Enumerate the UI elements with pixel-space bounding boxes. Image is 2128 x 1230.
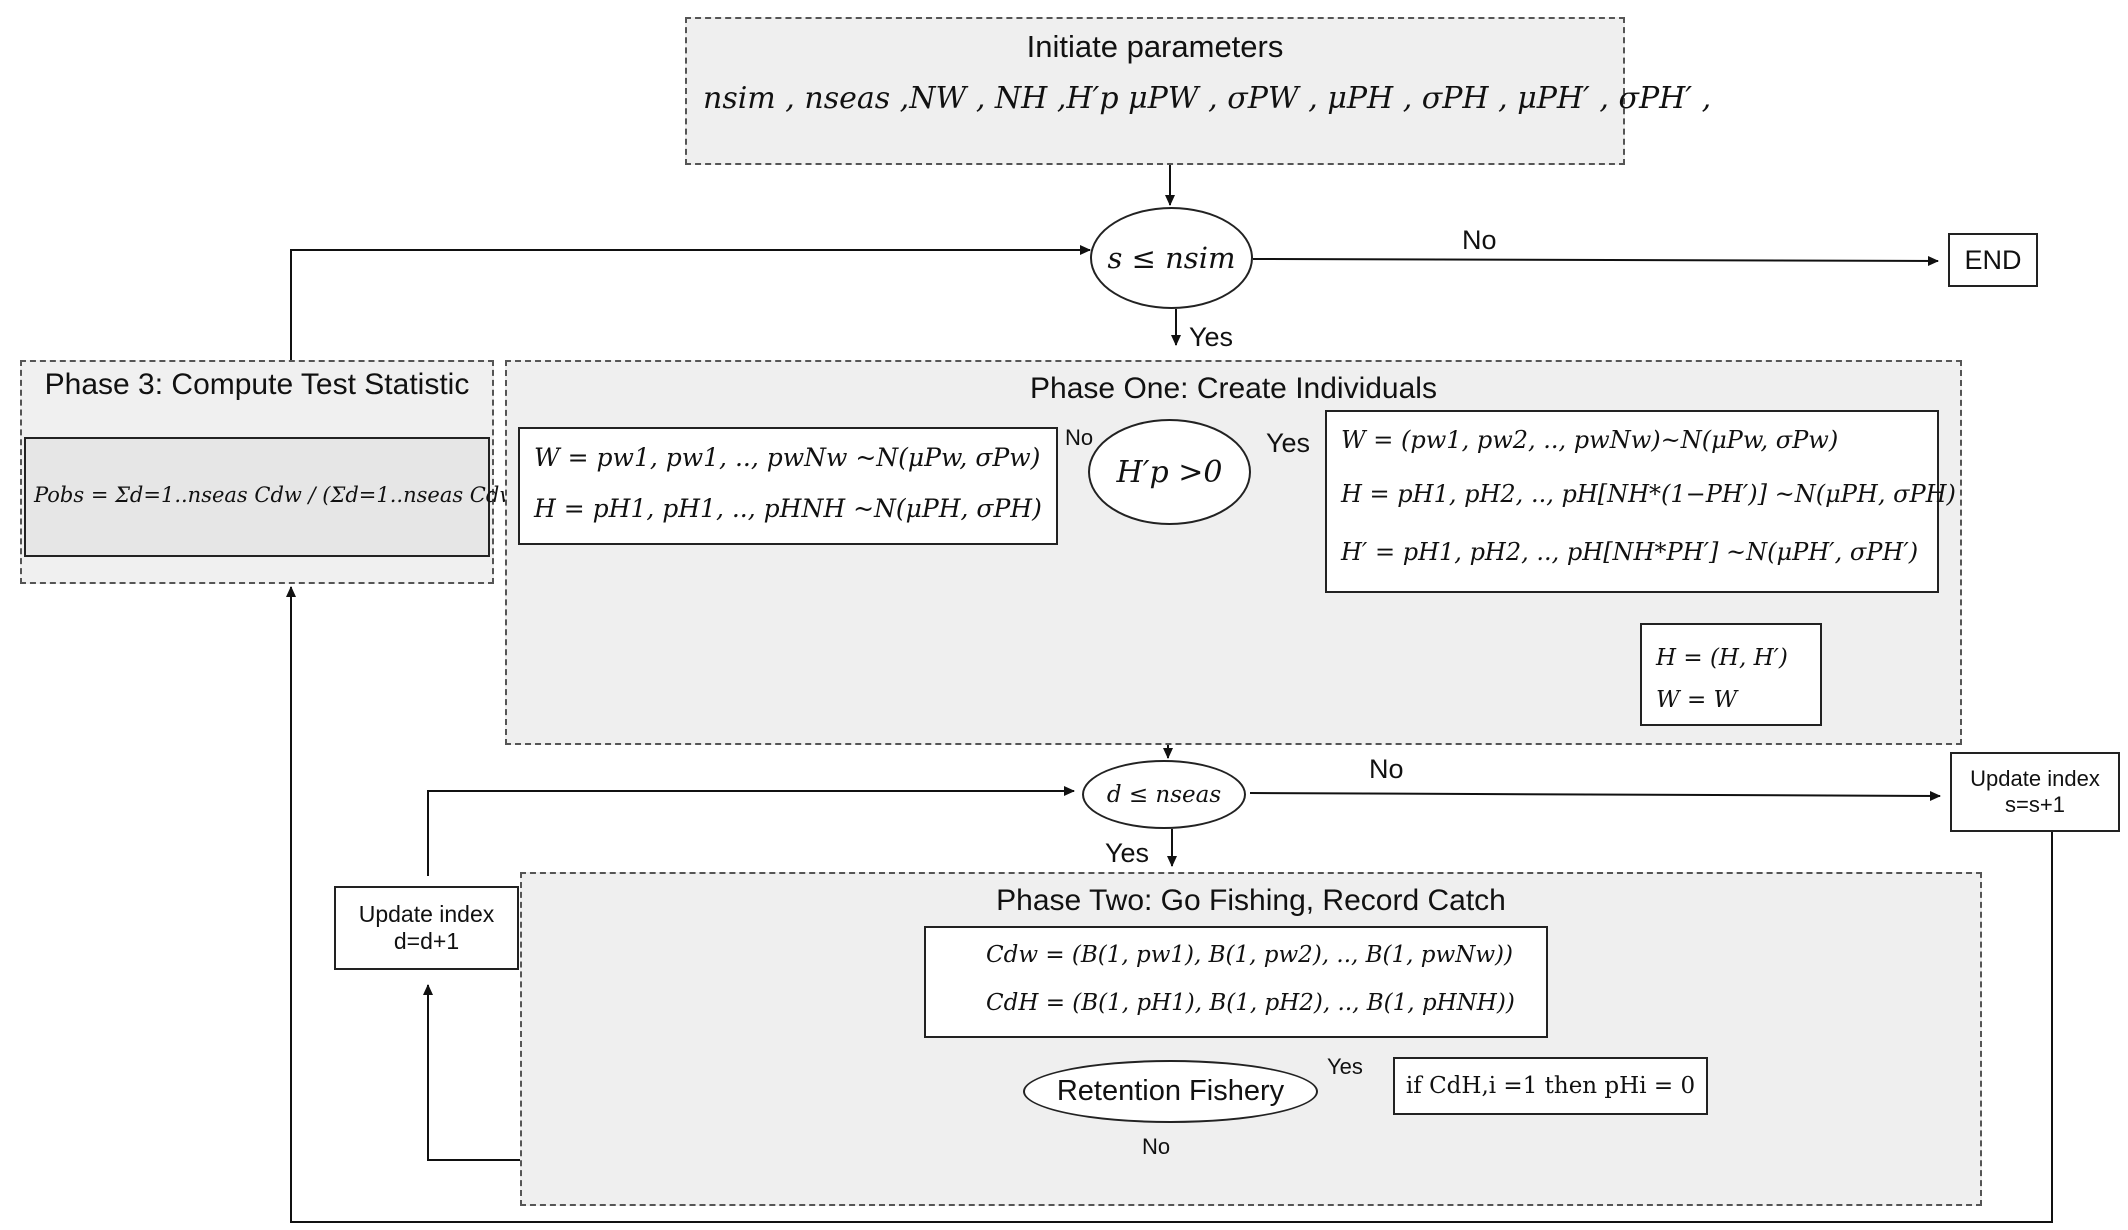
merge-line1: H = (H, H′) — [1656, 645, 1788, 671]
decision-s-text: s ≤ nsim — [1107, 241, 1236, 275]
decision-retention-fishery: Retention Fishery — [1023, 1060, 1318, 1123]
arrow-update-s-to-phase3 — [286, 586, 2053, 1223]
rule-text: if CdH,i =1 then pHi = 0 — [1405, 1073, 1696, 1099]
decision-d-text: d ≤ nseas — [1106, 781, 1222, 808]
left-spec-line2: H = pH1, pH1, .., pHNH ~N(μPH, σPH) — [534, 494, 1042, 523]
phase3-title: Phase 3: Compute Test Statistic — [44, 368, 470, 401]
catch-h: CdH = (B(1, pH1), B(1, pH2), .., B(1, pH… — [986, 990, 1515, 1016]
initiate-params: nsim , nseas ,NW , NH ,H′p μPW , σPW , μ… — [703, 81, 1712, 116]
label-s-yes: Yes — [1189, 322, 1234, 352]
decision-d-le-nseas: d ≤ nseas — [1082, 760, 1246, 829]
initiate-parameters-box: Initiate parameters nsim , nseas ,NW , N… — [685, 17, 1711, 165]
label-s-no: No — [1462, 225, 1497, 255]
update-d-line2: d=d+1 — [393, 928, 460, 954]
decision-s-le-nsim: s ≤ nsim — [1090, 207, 1253, 309]
left-spec-line1: W = pw1, pw1, .., pwNw ~N(μPw, σPw) — [534, 443, 1041, 472]
decision-hp-gt-zero: H′p >0 — [1088, 419, 1251, 525]
arrow-s-to-end — [1252, 255, 1939, 266]
catch-vectors-box: Cdw = (B(1, pw1), B(1, pw2), .., B(1, pw… — [924, 926, 1548, 1038]
phase3-box: Phase 3: Compute Test Statistic Pobs = Σ… — [20, 360, 744, 584]
pobs-formula-box: Pobs = Σd=1..nseas Cdw / (Σd=1..nseas Cd… — [24, 437, 744, 557]
decision-hp-text: H′p >0 — [1116, 454, 1223, 490]
arrow-update-d-to-d — [427, 786, 1075, 876]
update-s-line1: Update index — [1970, 766, 2100, 791]
phase2-box: Phase Two: Go Fishing, Record Catch — [520, 872, 1982, 1206]
label-d-no: No — [1369, 754, 1404, 784]
update-s-line2: s=s+1 — [2005, 792, 2065, 817]
rule-box: if CdH,i =1 then pHi = 0 — [1393, 1057, 1708, 1115]
phase1-right-spec: W = (pw1, pw2, .., pwNw)~N(μPw, σPw) H =… — [1325, 410, 1956, 593]
end-label: END — [1964, 244, 2022, 275]
arrow-d-to-update-s — [1249, 790, 1941, 801]
phase1-merge-box: H = (H, H′) W = W — [1640, 623, 1822, 726]
catch-w: Cdw = (B(1, pw1), B(1, pw2), .., B(1, pw… — [986, 942, 1513, 968]
update-d-line1: Update index — [358, 901, 495, 927]
phase2-title: Phase Two: Go Fishing, Record Catch — [996, 884, 1506, 917]
right-spec-line2: H = pH1, pH2, .., pH[NH*(1−PH′)] ~N(μPH,… — [1341, 480, 1956, 508]
merge-line2: W = W — [1656, 687, 1738, 713]
label-hp-no: No — [1065, 425, 1094, 450]
label-d-yes: Yes — [1105, 838, 1150, 868]
label-retention-yes: Yes — [1327, 1054, 1363, 1079]
arrow-phase3-to-s — [290, 245, 1091, 362]
phase1-title: Phase One: Create Individuals — [1030, 372, 1437, 405]
end-box: END — [1948, 233, 2038, 287]
right-spec-line1: W = (pw1, pw2, .., pwNw)~N(μPw, σPw) — [1341, 426, 1839, 454]
update-index-s-box: Update index s=s+1 — [1950, 752, 2120, 832]
initiate-title: Initiate parameters — [1026, 29, 1284, 64]
right-spec-line3: H′ = pH1, pH2, .., pH[NH*PH′] ~N(μPH′, σ… — [1341, 538, 1919, 566]
label-hp-yes: Yes — [1266, 428, 1311, 458]
label-retention-no: No — [1142, 1134, 1171, 1159]
update-index-d-box: Update index d=d+1 — [334, 886, 519, 970]
phase1-left-spec: W = pw1, pw1, .., pwNw ~N(μPw, σPw) H = … — [518, 427, 1058, 545]
retention-text: Retention Fishery — [1056, 1075, 1285, 1107]
